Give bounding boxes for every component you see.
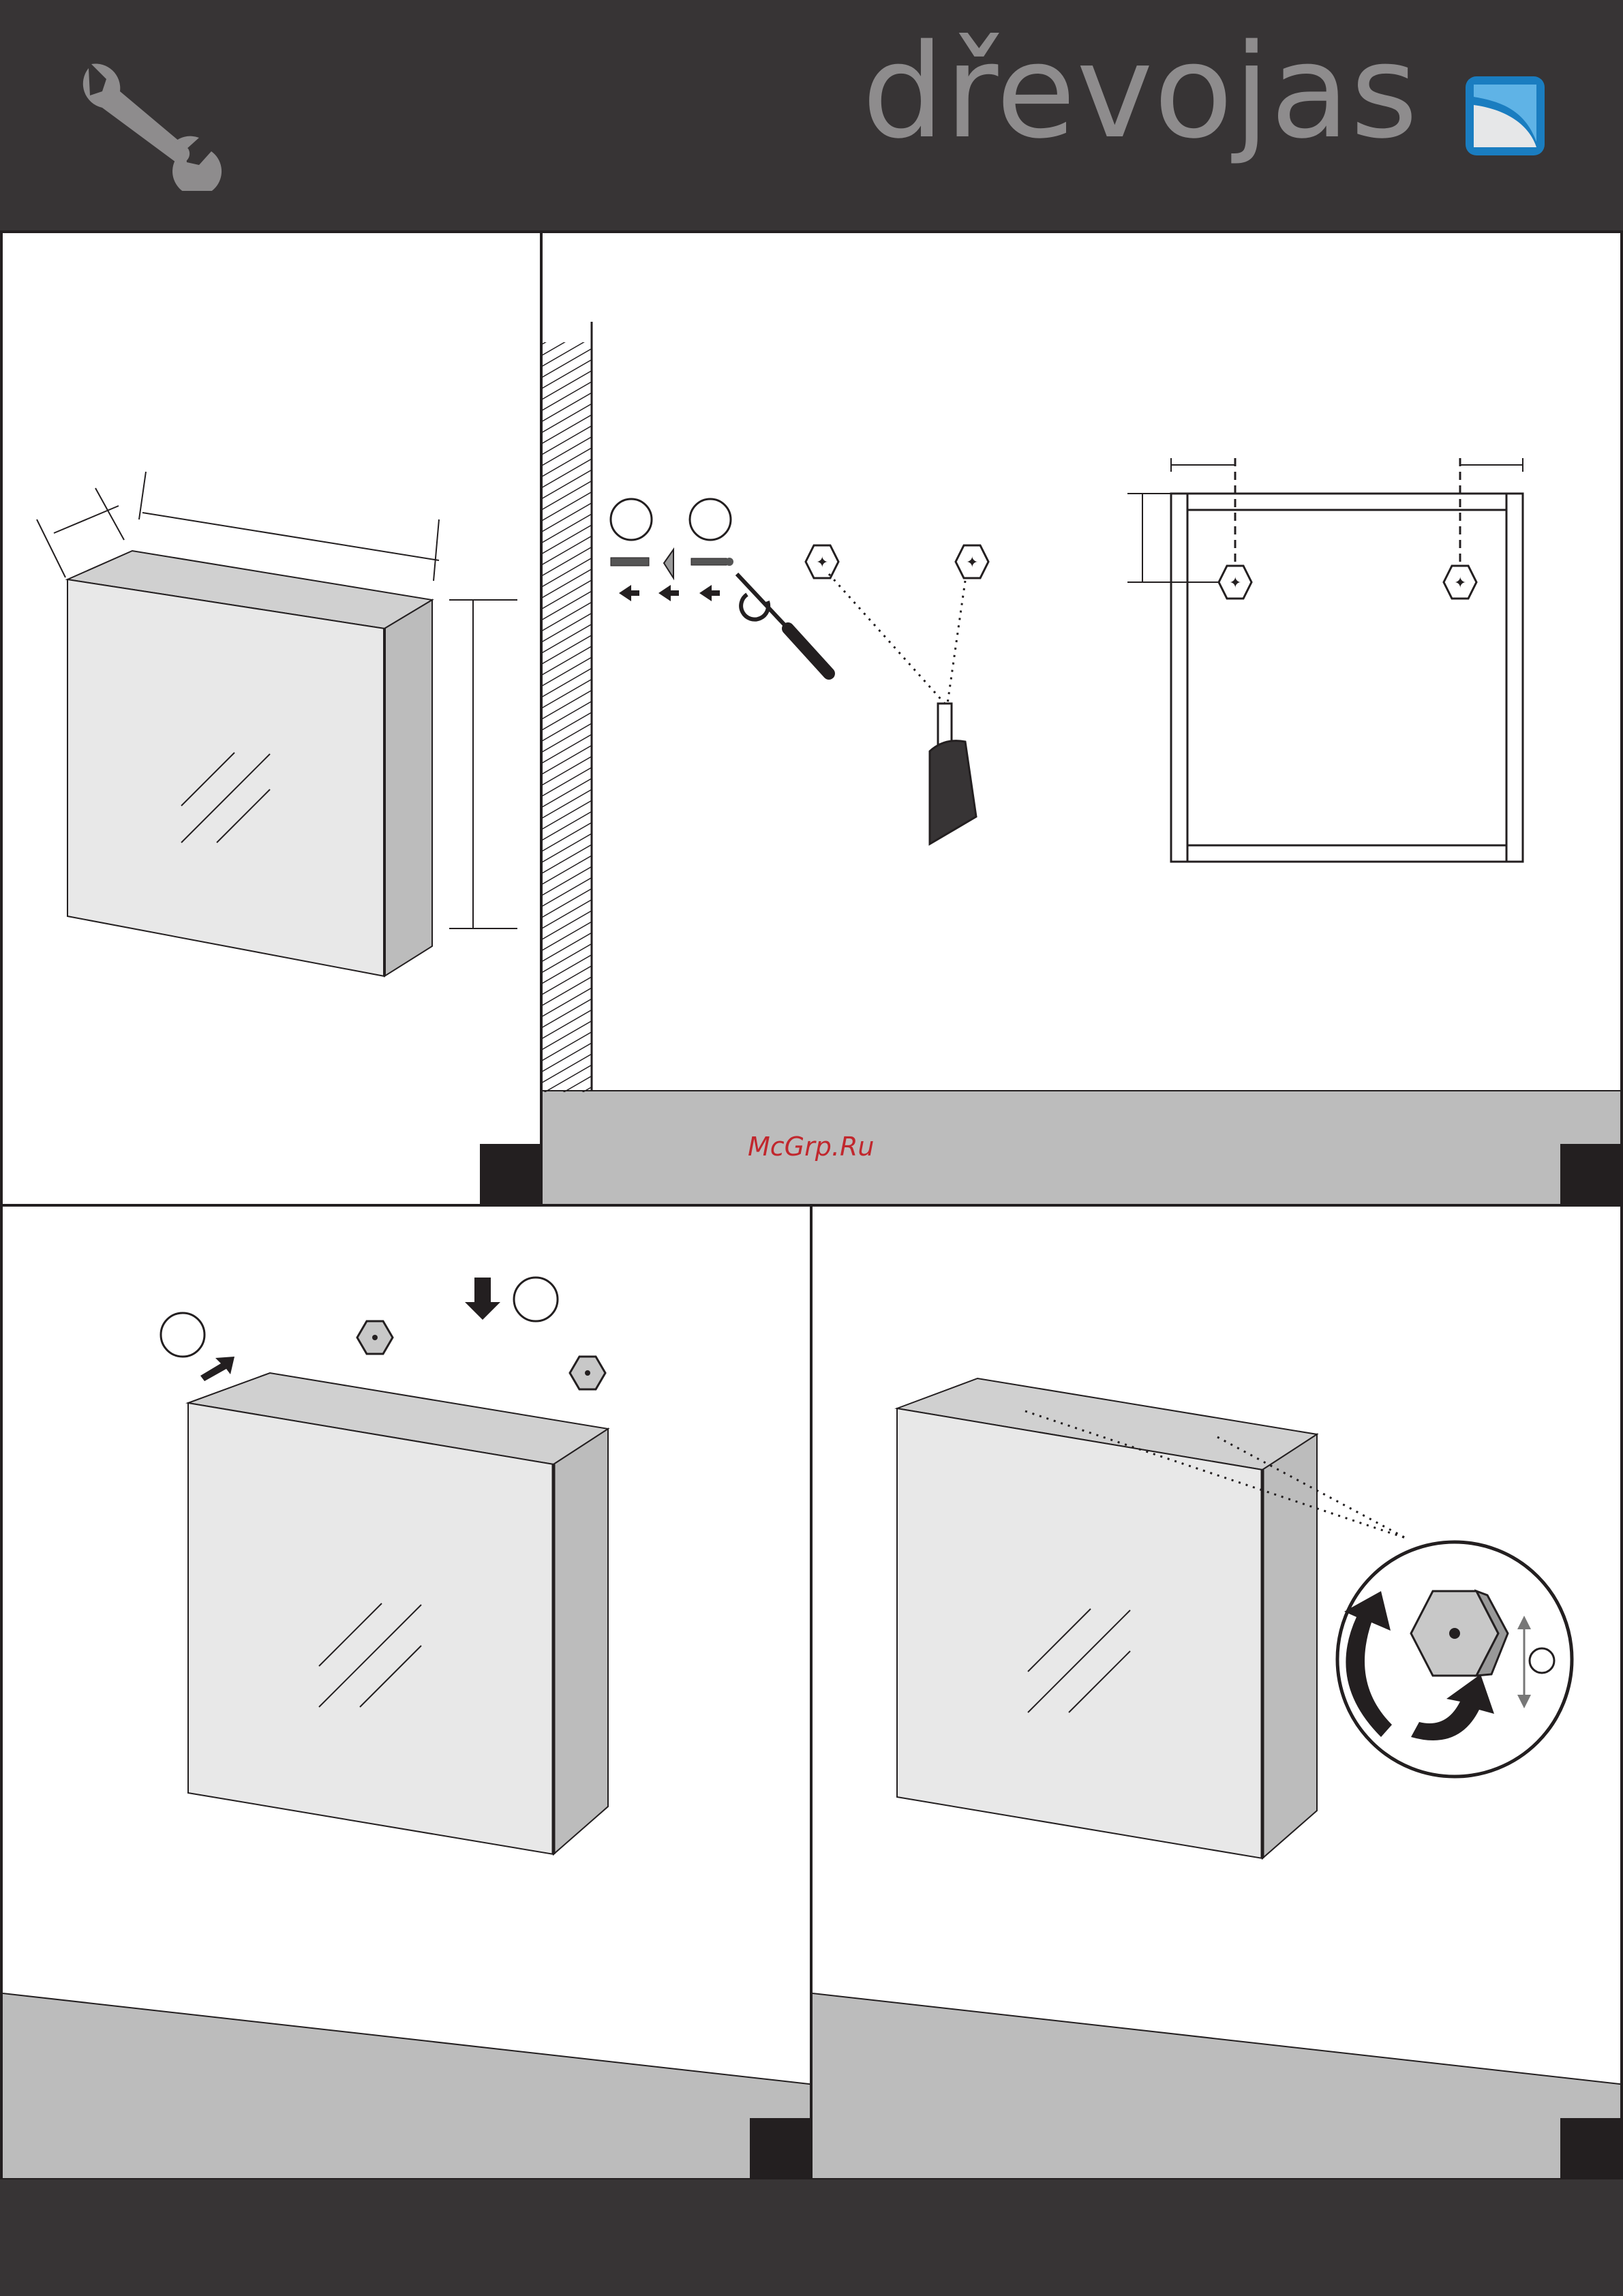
cabinet-dimensions-drawing: [3, 233, 543, 1207]
panel-hang-cabinet: [0, 1204, 813, 2181]
brand-name: dřevojas: [862, 27, 1419, 157]
svg-text:✦: ✦: [1454, 575, 1466, 592]
wrench-icon: [68, 55, 225, 191]
step-corner: [480, 1144, 540, 1204]
svg-text:✦: ✦: [966, 554, 978, 571]
step-corner: [1560, 2118, 1620, 2178]
wall-mounting-drawing: ✦ ✦ ✦ ✦: [543, 233, 1623, 1207]
adjust-height-drawing: [813, 1207, 1623, 2181]
svg-text:✦: ✦: [816, 554, 828, 571]
watermark-text: McGrp.Ru: [748, 1132, 874, 1162]
panel-cabinet-dimensions: [0, 230, 543, 1207]
drevojas-logo-icon: [1463, 74, 1547, 158]
header-bar: dřevojas: [0, 0, 1623, 232]
svg-text:✦: ✦: [1229, 575, 1241, 592]
step-corner: [750, 2118, 810, 2178]
footer-bar: [0, 2179, 1623, 2296]
panel-wall-mounting: ✦ ✦ ✦ ✦: [540, 230, 1623, 1207]
hang-cabinet-drawing: [3, 1207, 813, 2181]
panel-adjust-height: [810, 1204, 1623, 2181]
step-corner: [1560, 1144, 1620, 1204]
